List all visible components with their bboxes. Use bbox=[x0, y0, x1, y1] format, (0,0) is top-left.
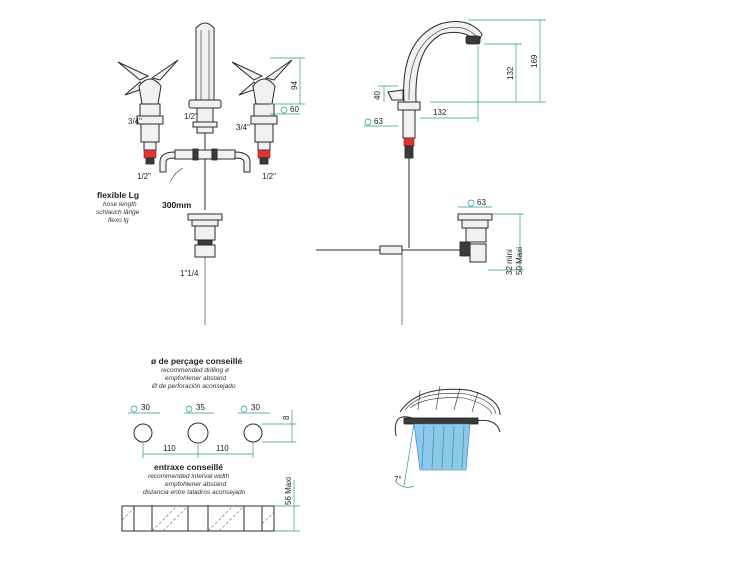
interval-sub-1: recommended interval width bbox=[148, 473, 230, 480]
dim-169: 169 bbox=[530, 54, 539, 68]
label-right-outlet: 1/2" bbox=[262, 172, 276, 181]
center-spout bbox=[188, 22, 222, 325]
dim-hole-offset: 8 bbox=[282, 415, 291, 420]
dim-max-thickness: 56 Maxi bbox=[284, 477, 293, 505]
hole-middle bbox=[187, 422, 209, 444]
dim-hole-left: 30 bbox=[141, 403, 150, 412]
side-waste bbox=[316, 213, 493, 263]
dim-132-horizontal: 132 bbox=[433, 108, 447, 117]
dim-63-waste: 63 bbox=[477, 198, 486, 207]
interval-sub-3: distancia entre taladros aconsejado bbox=[143, 489, 246, 496]
detail-angle: 7° bbox=[394, 475, 402, 484]
hose-sub-3: flexo lg bbox=[108, 217, 129, 224]
dim-hole-right: 30 bbox=[251, 403, 260, 412]
dim-132-vertical: 132 bbox=[506, 66, 515, 80]
drilling-sub-3: Ø de perforación aconsejado bbox=[151, 383, 236, 390]
countertop-section bbox=[121, 505, 275, 532]
drilling-sub-1: recommended drilling ø bbox=[161, 367, 229, 374]
label-spout-inlet: 1/2" bbox=[184, 112, 198, 121]
interval-sub-2: empfohlener abstand bbox=[165, 481, 226, 488]
label-waste-size: 1"1/4 bbox=[180, 269, 199, 278]
label-left-outlet: 1/2" bbox=[137, 172, 151, 181]
dim-spacing-left: 110 bbox=[163, 444, 176, 453]
hole-right bbox=[243, 423, 263, 443]
left-valve bbox=[117, 59, 179, 165]
dim-spacing-right: 110 bbox=[216, 444, 229, 453]
drilling-guide: ø de perçage conseillé recommended drill… bbox=[121, 356, 300, 532]
label-left-valve: 3/4" bbox=[128, 117, 142, 126]
hose-length: 300mm bbox=[162, 200, 192, 210]
label-right-valve: 3/4" bbox=[236, 123, 250, 132]
dim-waste-max: 50 Maxi bbox=[515, 247, 524, 275]
hose-sub-2: schlauch länge bbox=[96, 209, 140, 216]
side-view: 169 132 40 132 63 63 32 mini 50 Maxi bbox=[316, 19, 546, 325]
dim-hole-middle: 35 bbox=[196, 403, 205, 412]
dim-94: 94 bbox=[290, 81, 299, 90]
right-valve bbox=[231, 59, 293, 165]
hole-left bbox=[133, 423, 153, 443]
dim-40: 40 bbox=[373, 91, 382, 100]
aerator-detail: 7° bbox=[394, 385, 501, 488]
dim-waste-min: 32 mini bbox=[505, 249, 514, 275]
hose-title: flexible Lg bbox=[97, 190, 139, 200]
interval-title: entraxe conseillé bbox=[154, 462, 223, 472]
drilling-sub-2: empfohlener abstand bbox=[165, 375, 226, 382]
side-spout bbox=[387, 21, 483, 325]
front-view: 94 60 1/2" 3/4" 3/4" 1/2" 1/2" flexible … bbox=[96, 22, 305, 325]
connection-hoses bbox=[159, 148, 251, 183]
hose-sub-1: hose length bbox=[103, 201, 137, 208]
drilling-title: ø de perçage conseillé bbox=[151, 356, 242, 366]
dim-valve-dia: 60 bbox=[290, 105, 299, 114]
dim-63-top: 63 bbox=[374, 117, 383, 126]
front-waste bbox=[187, 213, 223, 258]
